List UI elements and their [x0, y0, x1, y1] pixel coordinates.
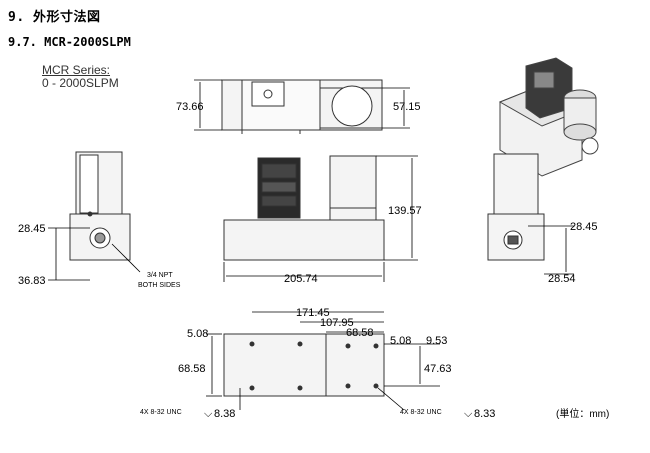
- note-thread-right: 4X 8-32 UNC: [400, 409, 442, 416]
- note-depth-right: 8.33: [474, 408, 495, 420]
- dim-front-height: 139.57: [388, 205, 422, 217]
- left-dimension-lines: [48, 227, 141, 281]
- dim-bottom-4763: 47.63: [424, 363, 452, 375]
- section-heading: 9. 外形寸法図: [8, 10, 101, 25]
- dim-bottom-68w: 68.58: [346, 327, 374, 339]
- note-port-sides: BOTH SIDES: [138, 282, 181, 289]
- dim-bottom-6858h: 68.58: [178, 363, 206, 375]
- bottom-dimension-lines: [206, 311, 440, 411]
- dim-top-height: 73.66: [176, 101, 204, 113]
- left-side-view: [69, 151, 131, 261]
- series-title: MCR Series:: [42, 63, 111, 77]
- dim-front-width: 205.74: [284, 273, 318, 285]
- dim-bottom-107: 107.95: [320, 317, 354, 329]
- dim-bottom-171: 171.45: [296, 307, 330, 319]
- dim-bottom-508b: 5.08: [390, 335, 411, 347]
- dim-left-port: 36.83: [18, 275, 46, 287]
- top-dimension-lines: [194, 79, 410, 131]
- note-thread-left: 4X 8-32 UNC: [140, 409, 182, 416]
- dim-top-block: 57.15: [393, 101, 421, 113]
- note-port: 3/4 NPT: [147, 272, 173, 279]
- front-dimension-lines: [223, 155, 418, 282]
- subsection-heading: 9.7. MCR-2000SLPM: [8, 35, 131, 49]
- front-view: [223, 155, 385, 261]
- dim-right-mount: 28.45: [570, 221, 598, 233]
- dim-bottom-508a: 5.08: [187, 328, 208, 340]
- right-dimension-lines: [528, 225, 574, 275]
- dim-left-mount: 28.45: [18, 223, 46, 235]
- dim-bottom-953: 9.53: [426, 335, 447, 347]
- depth-symbol-right: ⌵: [464, 408, 473, 420]
- note-depth-left: 8.38: [214, 408, 235, 420]
- top-view: [221, 79, 383, 134]
- right-side-view: [487, 153, 545, 261]
- depth-symbol-left: ⌵: [204, 408, 213, 420]
- bottom-view: [223, 333, 385, 397]
- series-range: 0 - 2000SLPM: [42, 76, 119, 90]
- units-note: (単位：mm): [556, 407, 609, 420]
- dim-right-port: 28.54: [548, 273, 576, 285]
